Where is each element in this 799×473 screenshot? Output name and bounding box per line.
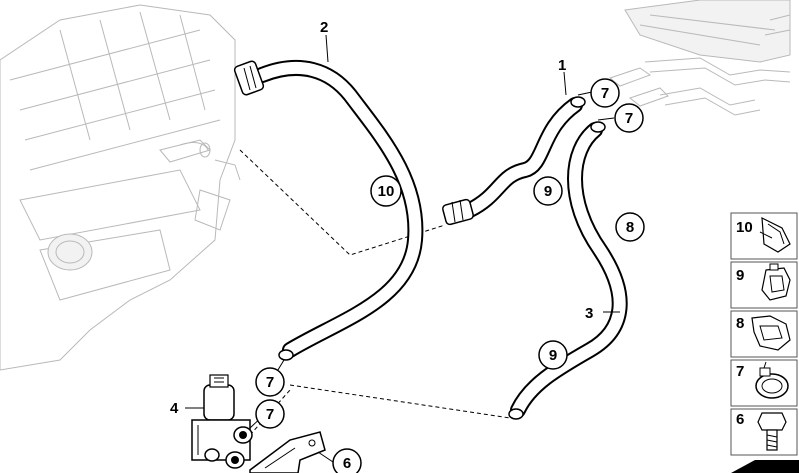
- legend-item-7[interactable]: 7: [730, 359, 798, 407]
- engine-block-ghost: [0, 4, 241, 371]
- part-label-2: 2: [320, 19, 328, 36]
- leader-lines: [185, 34, 620, 463]
- callout-9-lower[interactable]: 9: [538, 340, 568, 370]
- legend-item-10[interactable]: 10: [730, 212, 798, 260]
- callout-7-upper-a-text: 7: [601, 85, 609, 102]
- bolt-6-icon: [757, 412, 787, 451]
- hose-end-lower-left: [278, 349, 294, 361]
- clamp-10-icon: [759, 216, 791, 253]
- part-label-1: 1: [558, 57, 566, 74]
- callout-8-text: 8: [626, 219, 634, 236]
- legend-item-6[interactable]: 6: [730, 408, 798, 456]
- legend-footer-strip: [731, 460, 799, 473]
- callout-9-lower-text: 9: [549, 347, 557, 364]
- valve-assembly: [191, 374, 253, 469]
- clamp-9-icon: [761, 263, 791, 301]
- hose-connector-upper-left: [233, 60, 265, 96]
- part-label-3: 3: [585, 305, 593, 322]
- clamp-8-icon: [751, 315, 791, 351]
- legend-item-6-label: 6: [736, 411, 744, 428]
- callout-9-upper-text: 9: [544, 183, 552, 200]
- legend-item-10-label: 10: [736, 219, 753, 236]
- hose-end-lower-right: [508, 408, 524, 420]
- legend-item-9-label: 9: [736, 267, 744, 284]
- callout-7-lower-b-text: 7: [266, 406, 274, 423]
- clamp-7-icon: [755, 361, 789, 399]
- bracket: [249, 431, 326, 473]
- hose-part-2: [254, 60, 424, 358]
- callout-6-text: 6: [343, 455, 351, 472]
- hose-connector-middle: [442, 198, 474, 226]
- hose-part-1: [462, 97, 583, 218]
- callout-7-lower-b[interactable]: 7: [255, 399, 285, 429]
- callout-7-upper-a[interactable]: 7: [590, 78, 620, 108]
- callout-7-upper-b-text: 7: [625, 110, 633, 127]
- callout-7-lower-a[interactable]: 7: [255, 367, 285, 397]
- hose-end-upper-middle: [570, 96, 586, 108]
- callout-10-text: 10: [378, 183, 395, 200]
- callout-9-upper[interactable]: 9: [533, 176, 563, 206]
- callout-6[interactable]: 6: [332, 448, 362, 473]
- callout-10[interactable]: 10: [370, 175, 402, 207]
- callout-7-lower-a-text: 7: [266, 374, 274, 391]
- legend-item-8[interactable]: 8: [730, 310, 798, 358]
- legend-item-7-label: 7: [736, 363, 744, 380]
- heater-core-ghost: [608, 0, 791, 116]
- part-label-4: 4: [170, 400, 179, 417]
- callout-7-upper-b[interactable]: 7: [614, 103, 644, 133]
- legend-item-9[interactable]: 9: [730, 261, 798, 309]
- legend-item-8-label: 8: [736, 315, 744, 332]
- callout-8[interactable]: 8: [615, 212, 645, 242]
- hose-end-upper-right: [590, 121, 606, 133]
- hose-part-3: [510, 122, 628, 418]
